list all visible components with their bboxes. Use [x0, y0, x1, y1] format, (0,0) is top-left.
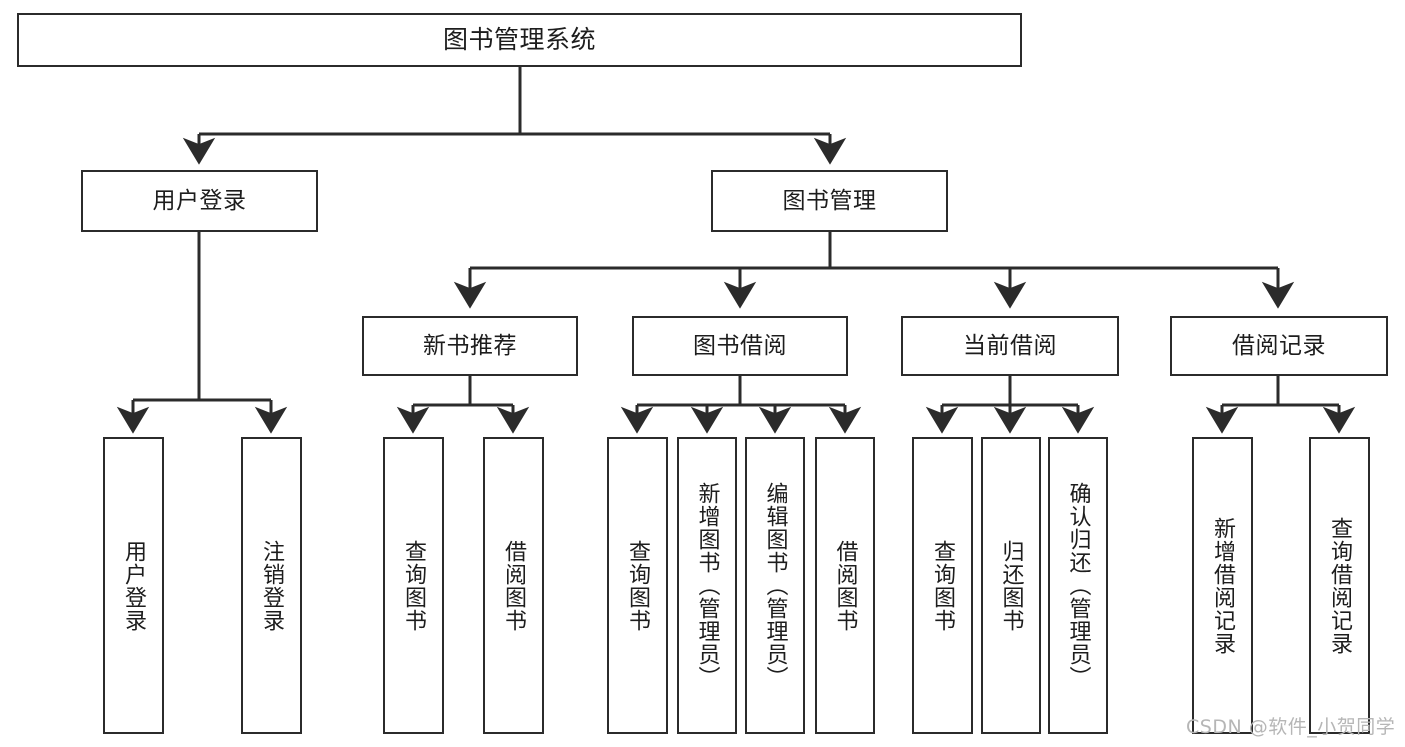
node-label: 归还图书: [998, 539, 1024, 632]
leaf-borrow-book-recommend[interactable]: 借阅图书: [483, 437, 544, 734]
node-label: 查询图书: [625, 539, 651, 632]
node-label: 图书管理: [782, 187, 877, 214]
node-label: 新增借阅记录: [1210, 516, 1236, 655]
node-label: 注销登录: [259, 539, 285, 632]
leaf-query-book-borrow[interactable]: 查询图书: [607, 437, 668, 734]
leaf-return-book[interactable]: 归还图书: [981, 437, 1041, 734]
node-root-system[interactable]: 图书管理系统: [17, 13, 1022, 67]
leaf-add-borrow-record[interactable]: 新增借阅记录: [1192, 437, 1253, 734]
leaf-logout[interactable]: 注销登录: [241, 437, 302, 734]
leaf-edit-book-admin[interactable]: 编辑图书（管理员）: [745, 437, 805, 734]
leaf-confirm-return-admin[interactable]: 确认归还（管理员）: [1048, 437, 1108, 734]
leaf-user-login[interactable]: 用户登录: [103, 437, 164, 734]
leaf-query-book-current[interactable]: 查询图书: [912, 437, 973, 734]
leaf-query-borrow-record[interactable]: 查询借阅记录: [1309, 437, 1370, 734]
leaf-borrow-book[interactable]: 借阅图书: [815, 437, 875, 734]
leaf-query-book-recommend[interactable]: 查询图书: [383, 437, 444, 734]
node-borrow-record[interactable]: 借阅记录: [1170, 316, 1388, 376]
node-label: 用户登录: [152, 187, 247, 214]
node-label: 新书推荐: [423, 332, 517, 359]
node-current-borrow[interactable]: 当前借阅: [901, 316, 1119, 376]
node-user-login[interactable]: 用户登录: [81, 170, 318, 232]
leaf-add-book-admin[interactable]: 新增图书（管理员）: [677, 437, 737, 734]
node-label: 图书管理系统: [442, 24, 596, 54]
watermark-text: CSDN @软件_小贺同学: [1186, 716, 1396, 738]
node-label: 用户登录: [121, 539, 147, 632]
node-book-borrow[interactable]: 图书借阅: [632, 316, 848, 376]
node-label: 编辑图书（管理员）: [762, 482, 788, 689]
node-label: 查询借阅记录: [1327, 516, 1353, 655]
node-book-management[interactable]: 图书管理: [711, 170, 948, 232]
node-label: 图书借阅: [693, 332, 787, 359]
node-label: 确认归还（管理员）: [1065, 482, 1091, 689]
node-label: 当前借阅: [963, 332, 1057, 359]
node-label: 借阅图书: [832, 539, 858, 632]
node-label: 借阅记录: [1232, 332, 1326, 359]
node-label: 查询图书: [930, 539, 956, 632]
node-new-book-recommend[interactable]: 新书推荐: [362, 316, 578, 376]
node-label: 新增图书（管理员）: [694, 482, 720, 689]
node-label: 借阅图书: [501, 539, 527, 632]
node-label: 查询图书: [401, 539, 427, 632]
